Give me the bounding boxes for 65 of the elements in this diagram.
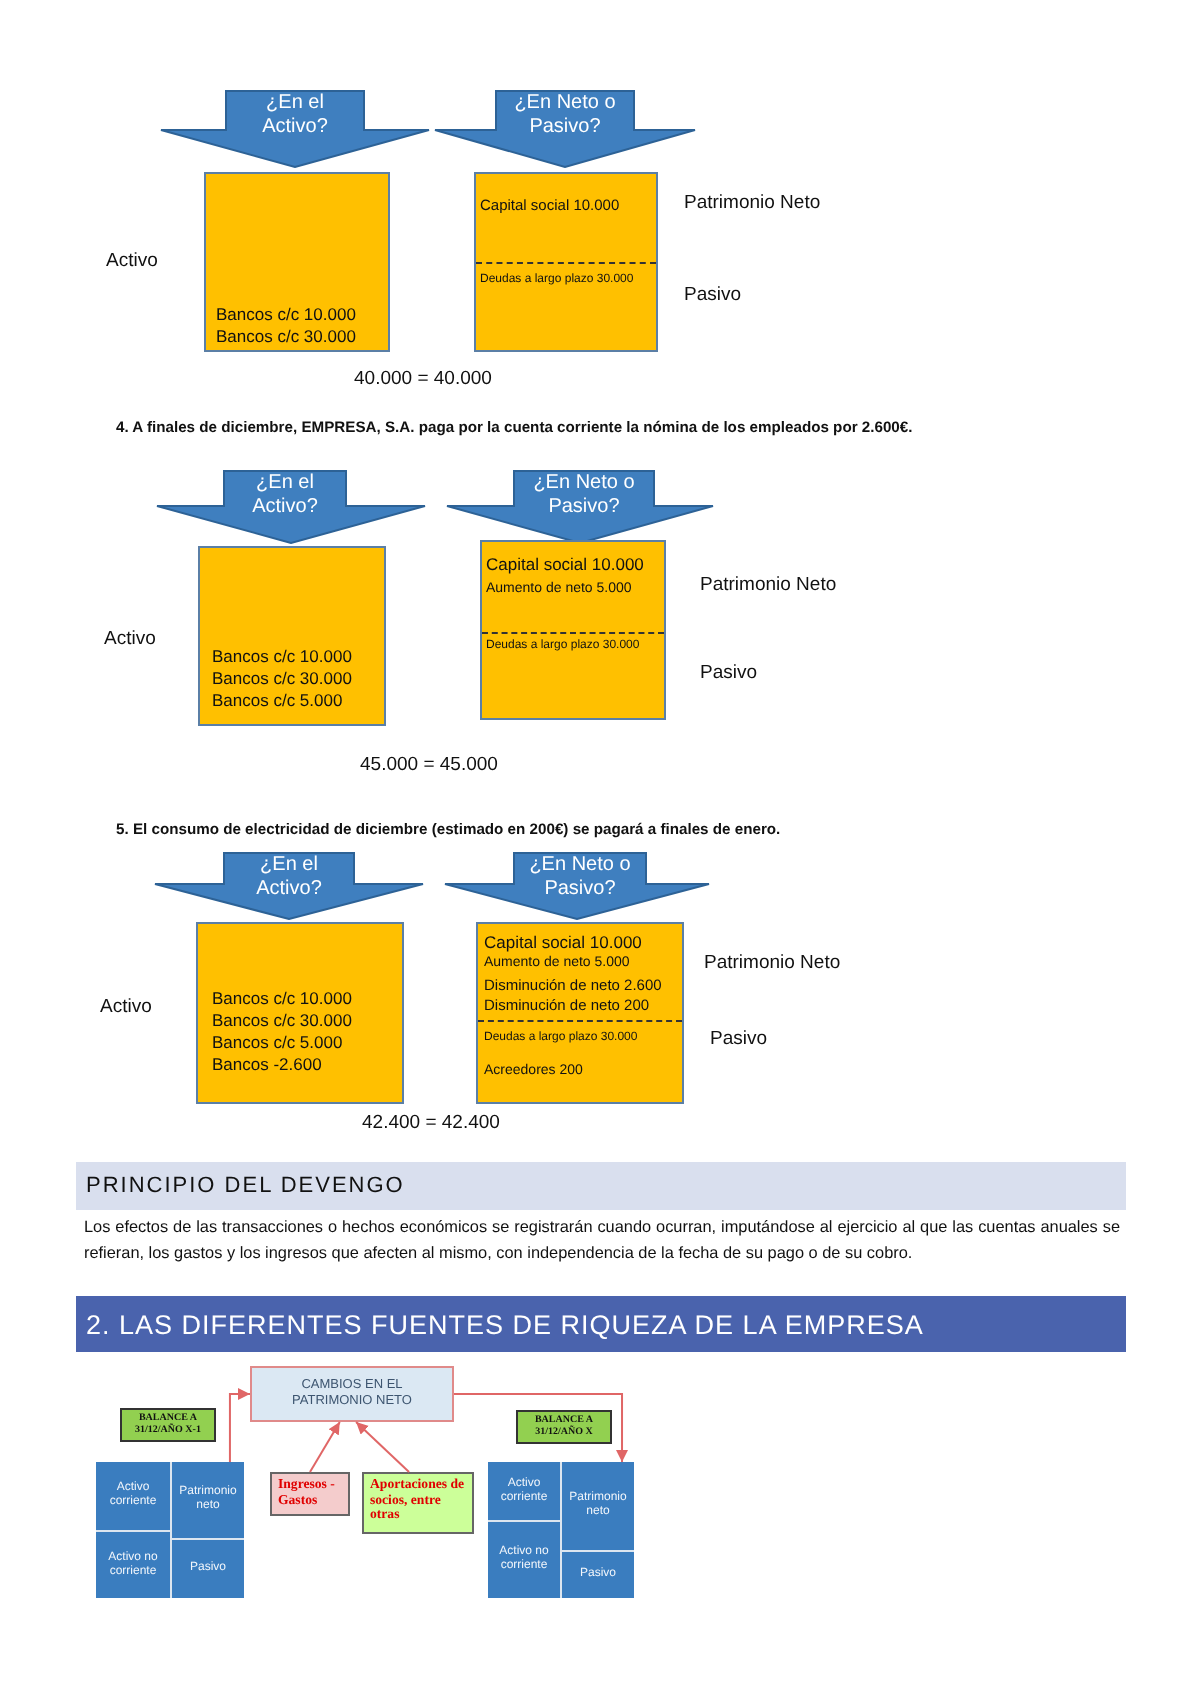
category-label: Patrimonio Neto (700, 574, 837, 596)
arrow-callout (444, 852, 710, 920)
balance-cell (96, 1532, 170, 1598)
account-entry: Bancos c/c 30.000 (212, 670, 352, 690)
date-tag (120, 1408, 216, 1442)
account-entry: Bancos c/c 30.000 (212, 1012, 352, 1032)
equation-text: 42.400 = 42.400 (362, 1112, 500, 1136)
heading-text: 2. LAS DIFERENTES FUENTES DE RIQUEZA DE LA EMPRESA (86, 1309, 924, 1339)
arrow-callout (160, 90, 430, 168)
callout-text: ¿En Neto o Pasivo? (527, 854, 633, 900)
balance-cell (562, 1552, 634, 1598)
arrow (309, 1421, 341, 1473)
arrow (228, 1388, 251, 1463)
balance-sheet-block (96, 1462, 244, 1598)
heading-band (76, 1162, 1126, 1210)
equation-text: 45.000 = 45.000 (360, 754, 498, 778)
balance-cell (562, 1462, 634, 1550)
account-entry: Bancos c/c 5.000 (212, 692, 343, 712)
arrow-callout (434, 90, 696, 168)
account-box (480, 540, 666, 720)
account-box (476, 922, 684, 1104)
date-tag (516, 1410, 612, 1444)
account-entry: Bancos -2.600 (212, 1056, 322, 1076)
account-box (196, 922, 404, 1104)
note-box (362, 1472, 474, 1534)
account-entry: Bancos c/c 10.000 (216, 306, 356, 326)
account-box (474, 172, 658, 352)
heading-band (76, 1296, 1126, 1352)
account-entry: Bancos c/c 5.000 (212, 1034, 343, 1054)
account-entry: Capital social 10.000 (484, 934, 642, 954)
arrow-callout (154, 852, 424, 920)
arrow-callout (446, 470, 714, 544)
account-box (198, 546, 386, 726)
account-entry: Capital social 10.000 (486, 556, 644, 576)
category-label: Activo (106, 250, 158, 272)
arrow-callout (156, 470, 426, 544)
equation-text: 40.000 = 40.000 (354, 368, 492, 392)
account-entry: Bancos c/c 10.000 (212, 990, 352, 1010)
category-label: Patrimonio Neto (684, 192, 821, 214)
callout-text: ¿En el Activo? (254, 854, 324, 900)
balance-cell (96, 1462, 170, 1530)
balance-cell (172, 1540, 244, 1598)
balance-sheet-block (488, 1462, 634, 1598)
callout-text: ¿En el Activo? (250, 472, 320, 518)
account-box (204, 172, 390, 352)
account-entry: Bancos c/c 30.000 (216, 328, 356, 348)
arrow (453, 1393, 629, 1463)
account-entry: Bancos c/c 10.000 (212, 648, 352, 668)
balance-cell (488, 1462, 560, 1520)
arrow (355, 1421, 411, 1473)
category-label: Activo (104, 628, 156, 650)
category-label: Patrimonio Neto (704, 952, 841, 974)
category-label: Pasivo (700, 662, 758, 684)
paragraph-text: Los efectos de las transacciones o hechos económicos se registrarán cuando ocurran, imputándose al ejercicio al que las cuentas anuales se refieran, los gastos y los ingresos que afecten al mismo, con independencia de la fecha de su pago o de su cobro. (84, 1216, 1120, 1266)
balance-cell (488, 1522, 560, 1598)
balance-cell (172, 1462, 244, 1538)
note-box (270, 1472, 350, 1516)
category-label: Pasivo (710, 1028, 768, 1050)
process-box (250, 1366, 454, 1422)
callout-text: ¿En Neto o Pasivo? (512, 92, 618, 138)
category-label: Pasivo (684, 284, 742, 306)
callout-text: ¿En Neto o Pasivo? (531, 472, 637, 518)
category-label: Activo (100, 996, 152, 1018)
heading-text: PRINCIPIO DEL DEVENGO (86, 1174, 405, 1198)
callout-text: ¿En el Activo? (260, 92, 330, 138)
